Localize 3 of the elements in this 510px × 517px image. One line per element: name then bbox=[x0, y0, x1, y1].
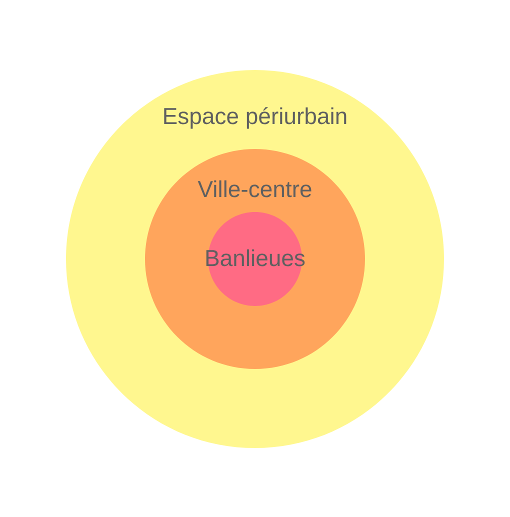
zone-label: Banlieues bbox=[206, 249, 305, 266]
zone-label: Ville-centre bbox=[198, 180, 312, 198]
zone-label: Espace périurbain bbox=[164, 107, 346, 129]
